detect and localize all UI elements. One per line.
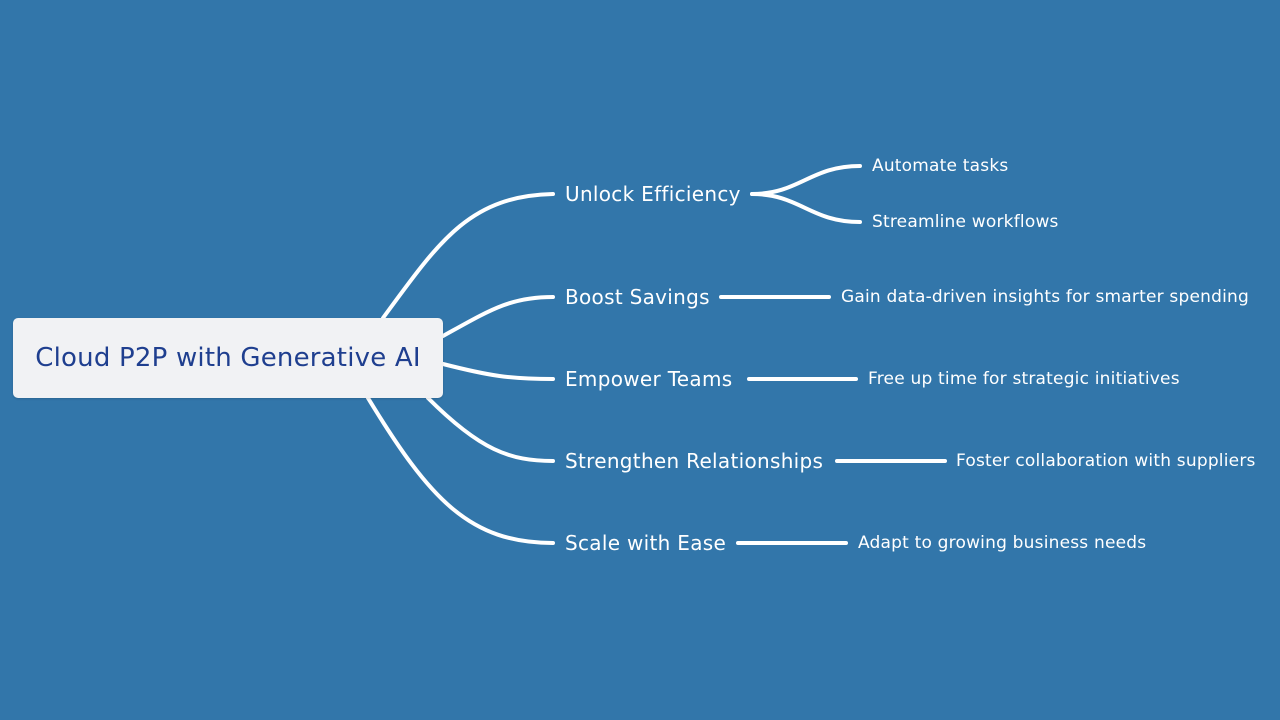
leaf-foster-collaboration[interactable]: Foster collaboration with suppliers (956, 451, 1256, 471)
branch-empower-teams[interactable]: Empower Teams (565, 367, 733, 391)
connector-root-to-scale-with-ease (366, 396, 555, 545)
leaf-automate-tasks[interactable]: Automate tasks (872, 156, 1009, 176)
branch-scale-with-ease[interactable]: Scale with Ease (565, 531, 727, 555)
connector-unlock-efficiency-to-streamline-workflows (750, 192, 862, 224)
branch-boost-savings[interactable]: Boost Savings (565, 285, 710, 309)
connector-root-to-unlock-efficiency (381, 192, 555, 320)
connector-root-to-empower-teams (441, 362, 555, 381)
root-node[interactable]: Cloud P2P with Generative AI (13, 318, 443, 398)
connector-root-to-boost-savings (441, 295, 555, 338)
root-node-label: Cloud P2P with Generative AI (35, 343, 421, 373)
leaf-streamline-workflows[interactable]: Streamline workflows (872, 212, 1059, 232)
leaf-data-driven-insights[interactable]: Gain data-driven insights for smarter sp… (841, 287, 1249, 307)
connector-root-to-strengthen-relationships (426, 396, 555, 463)
leaf-adapt-to-growing-needs[interactable]: Adapt to growing business needs (858, 533, 1147, 553)
connector-unlock-efficiency-to-automate-tasks (750, 164, 862, 196)
branch-strengthen-relationships[interactable]: Strengthen Relationships (565, 449, 824, 473)
branch-unlock-efficiency[interactable]: Unlock Efficiency (565, 182, 741, 206)
leaf-free-up-time[interactable]: Free up time for strategic initiatives (868, 369, 1180, 389)
